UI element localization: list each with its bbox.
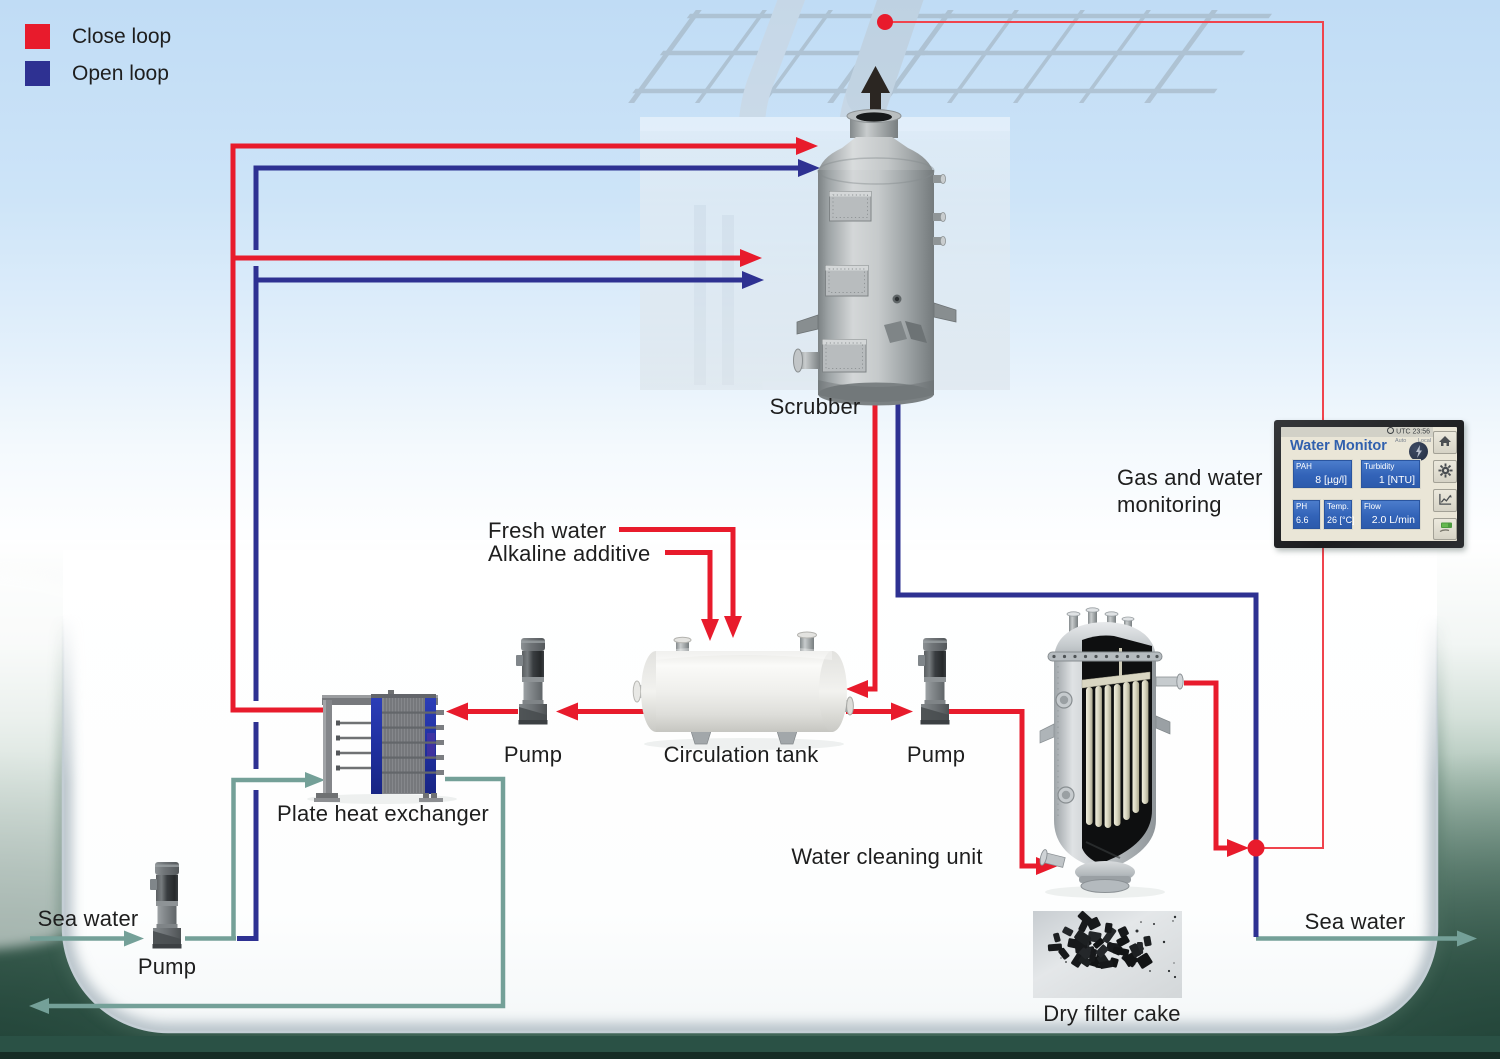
pump-circulation-label: Pump [503, 742, 563, 767]
scrubber-unit [793, 109, 957, 406]
legend-label: Close loop [72, 24, 172, 48]
open-loop-swatch [25, 61, 50, 86]
pump-sea-label: Pump [137, 954, 197, 979]
battery-status-button[interactable] [1433, 518, 1457, 540]
sea-water-out-label: Sea water [1304, 909, 1406, 934]
exhaust-arrow [861, 66, 890, 118]
sample-point-exhaust [877, 14, 893, 30]
water-monitor-panel: UTC 23:56 Auto Local Water Monitor PAH 8… [1274, 420, 1464, 548]
utc-time: UTC 23:56 [1396, 428, 1430, 436]
tile-turbidity[interactable]: Turbidity 1 [NTU] [1360, 459, 1421, 489]
legend-item-open-loop: Open loop [25, 61, 171, 86]
tile-flow[interactable]: Flow 2.0 L/min [1360, 499, 1421, 530]
monitor-sidebar [1431, 427, 1457, 541]
monitor-tiles: PAH 8 [µg/l] Turbidity 1 [NTU] PH 6.6 Te… [1281, 427, 1433, 541]
ship-hull [58, 545, 1442, 1037]
open-loop-arrowheads [742, 159, 820, 289]
circulation-tank-label: Circulation tank [663, 742, 819, 767]
scrubber-label: Scrubber [769, 394, 861, 419]
trend-chart-button[interactable] [1433, 489, 1457, 512]
gas-water-monitoring-label: Gas and water monitoring [1117, 465, 1263, 517]
tile-pah[interactable]: PAH 8 [µg/l] [1292, 459, 1353, 489]
monitor-title: Water Monitor [1290, 438, 1387, 454]
sample-point-discharge [1247, 839, 1265, 857]
legend-label: Open loop [72, 61, 169, 85]
plate-heat-exchanger-label: Plate heat exchanger [277, 801, 489, 826]
alkaline-additive-label: Alkaline additive [488, 541, 651, 566]
keel-band [0, 1036, 1500, 1059]
water-cleaning-unit [1039, 607, 1184, 898]
fresh-water-label: Fresh water [488, 518, 607, 543]
tile-temp[interactable]: Temp. 26 [°C] [1323, 499, 1355, 530]
mode-local: Local [1417, 438, 1431, 444]
sea-water-lines [30, 776, 1459, 1009]
clock-icon [1387, 427, 1395, 434]
plate-heat-exchanger [307, 690, 457, 804]
home-button[interactable] [1433, 431, 1457, 454]
settings-button[interactable] [1433, 460, 1457, 483]
legend: Close loop Open loop [25, 24, 171, 98]
legend-item-close-loop: Close loop [25, 24, 171, 49]
open-loop-lines [237, 165, 1259, 941]
water-cleaning-unit-label: Water cleaning unit [791, 844, 983, 869]
dry-filter-cake-label: Dry filter cake [1043, 1001, 1181, 1026]
power-icon [1409, 442, 1428, 461]
tile-ph[interactable]: PH 6.6 [1292, 499, 1321, 530]
sea-water-in-label: Sea water [37, 906, 139, 931]
sea-water-arrowheads [29, 772, 1477, 1014]
monitor-mode-row: Auto Local [1281, 438, 1431, 444]
dry-filter-cake-photo [1033, 910, 1182, 998]
monitor-topbar: UTC 23:56 [1281, 427, 1433, 437]
mode-auto: Auto [1394, 438, 1407, 444]
monitor-screen: UTC 23:56 Auto Local Water Monitor PAH 8… [1281, 427, 1457, 541]
close-loop-swatch [25, 24, 50, 49]
pump-filter-label: Pump [906, 742, 966, 767]
circulation-tank [632, 631, 854, 750]
